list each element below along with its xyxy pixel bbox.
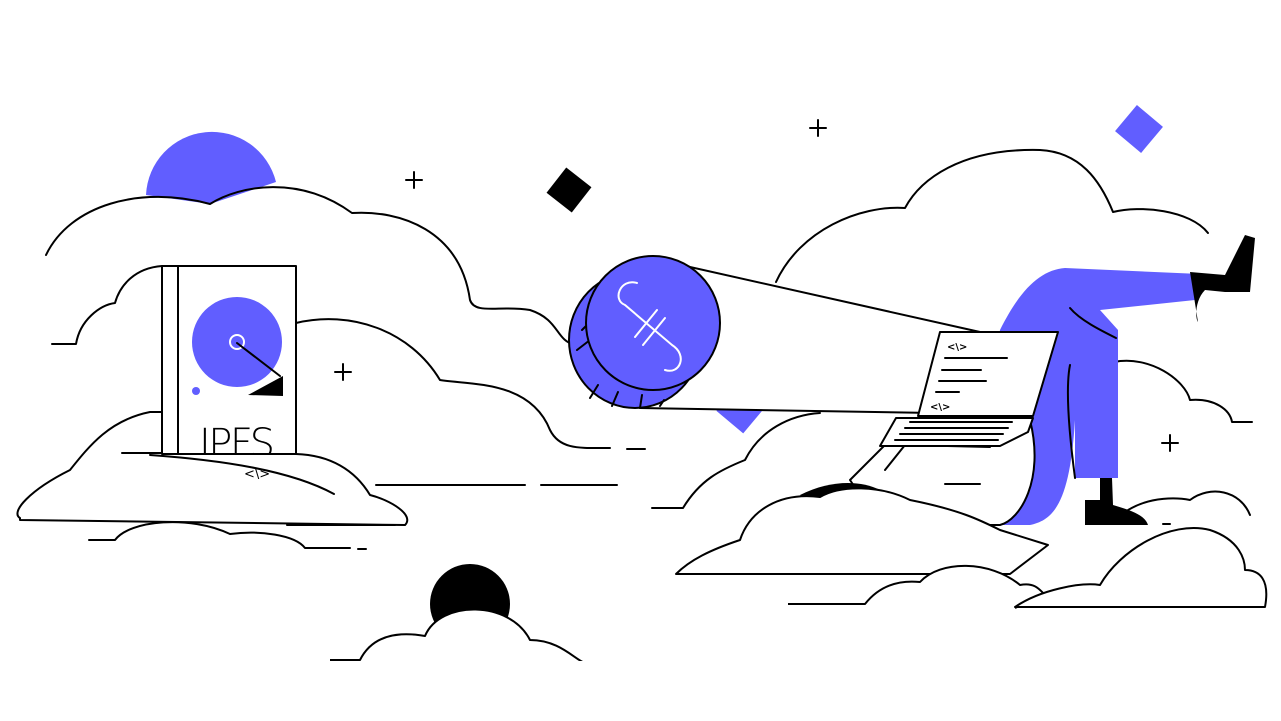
diamond-shape-icon [1115,105,1163,153]
cloud-right-bottom [675,487,1049,575]
hard-drive-icon: IPFS [148,265,297,487]
cloud-right-top [775,148,1209,283]
cloud-right-lower [788,564,1046,609]
cloud-far-right [1014,527,1268,608]
cloud-left-bottom [16,411,409,526]
cloud-right-mid [1113,359,1253,423]
laptop-code-tag-bottom: <\> [930,402,950,413]
cloud-left-mid [51,265,163,345]
laptop-code-tag-top: <\> [947,342,967,353]
cloud-center-left [295,318,646,450]
sun-circle-shape [146,131,276,204]
cloud-bottom [330,608,612,664]
plus-sparkle-icon [334,119,1179,525]
diamond-shape-icon [546,167,592,213]
coin-icon [568,255,721,409]
cloud-left-lower [88,521,367,550]
drive-code-tag: <\> [244,467,270,482]
cloud-left-top [45,186,576,346]
laptop-icon: <\> <\> [879,331,1059,447]
